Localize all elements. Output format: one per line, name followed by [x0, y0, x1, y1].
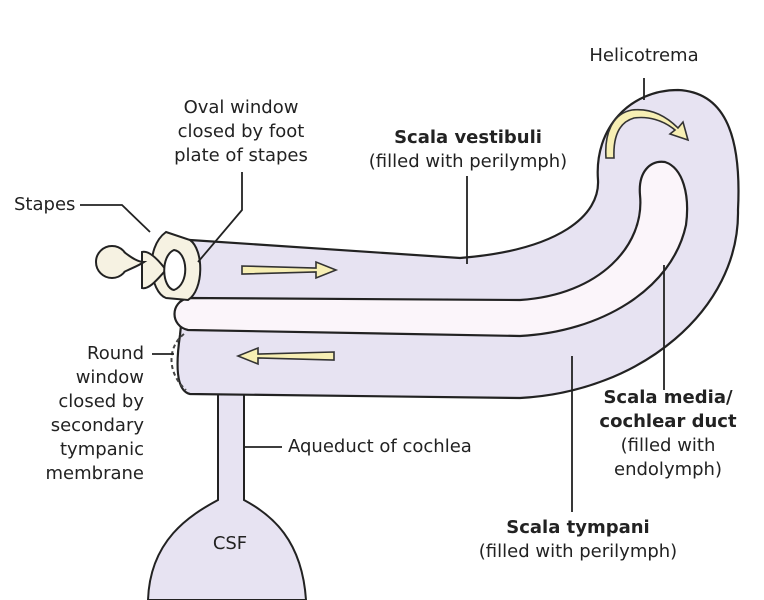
round-window-label: Round window closed by secondary tympani… — [40, 342, 144, 486]
scala-media-name-line-2: cochlear duct — [599, 411, 737, 432]
round-window-line-4: secondary — [50, 415, 144, 436]
scala-tympani-label: Scala tympani (filled with perilymph) — [466, 516, 690, 564]
round-window-line-3: closed by — [58, 391, 144, 412]
oval-window-label: Oval window closed by foot plate of stap… — [166, 96, 316, 168]
round-window-line-5: tympanic — [59, 439, 144, 460]
scala-media-note-line-2: endolymph) — [614, 459, 722, 480]
round-window-line-6: membrane — [45, 463, 144, 484]
scala-tympani-name: Scala tympani — [506, 517, 650, 538]
csf-label: CSF — [212, 533, 248, 554]
tympani-flow-arrow — [235, 346, 335, 366]
helicotrema-flow-arrow — [605, 108, 690, 159]
cochlear-duct — [173, 160, 689, 338]
round-window-line-1: Round — [87, 343, 144, 364]
round-window-line-2: window — [75, 367, 144, 388]
oval-window-line-2: closed by foot — [177, 121, 305, 142]
scala-vestibuli-label: Scala vestibuli (filled with perilymph) — [356, 126, 580, 174]
helicotrema-label: Helicotrema — [589, 45, 699, 66]
aqueduct-label: Aqueduct of cochlea — [288, 436, 472, 457]
csf-reservoir — [146, 391, 308, 600]
scala-media-label: Scala media/ cochlear duct (filled with … — [598, 386, 738, 482]
stapes-label: Stapes — [14, 194, 76, 215]
scala-vestibuli-note: (filled with perilymph) — [368, 151, 568, 172]
scala-vestibuli-name: Scala vestibuli — [394, 127, 542, 148]
oval-window-line-1: Oval window — [183, 97, 299, 118]
stapes-leader — [80, 204, 151, 233]
round-window-membrane — [170, 333, 187, 391]
scala-media-note-line-1: (filled with — [620, 435, 716, 456]
oval-window-leader — [197, 172, 243, 263]
leader-lines — [80, 78, 665, 512]
scala-tympani-note: (filled with perilymph) — [478, 541, 678, 562]
stapes-bone — [95, 230, 202, 302]
scala-media-name-line-1: Scala media/ — [603, 387, 733, 408]
vestibuli-flow-arrow — [241, 260, 339, 280]
oval-window-line-3: plate of stapes — [174, 145, 308, 166]
